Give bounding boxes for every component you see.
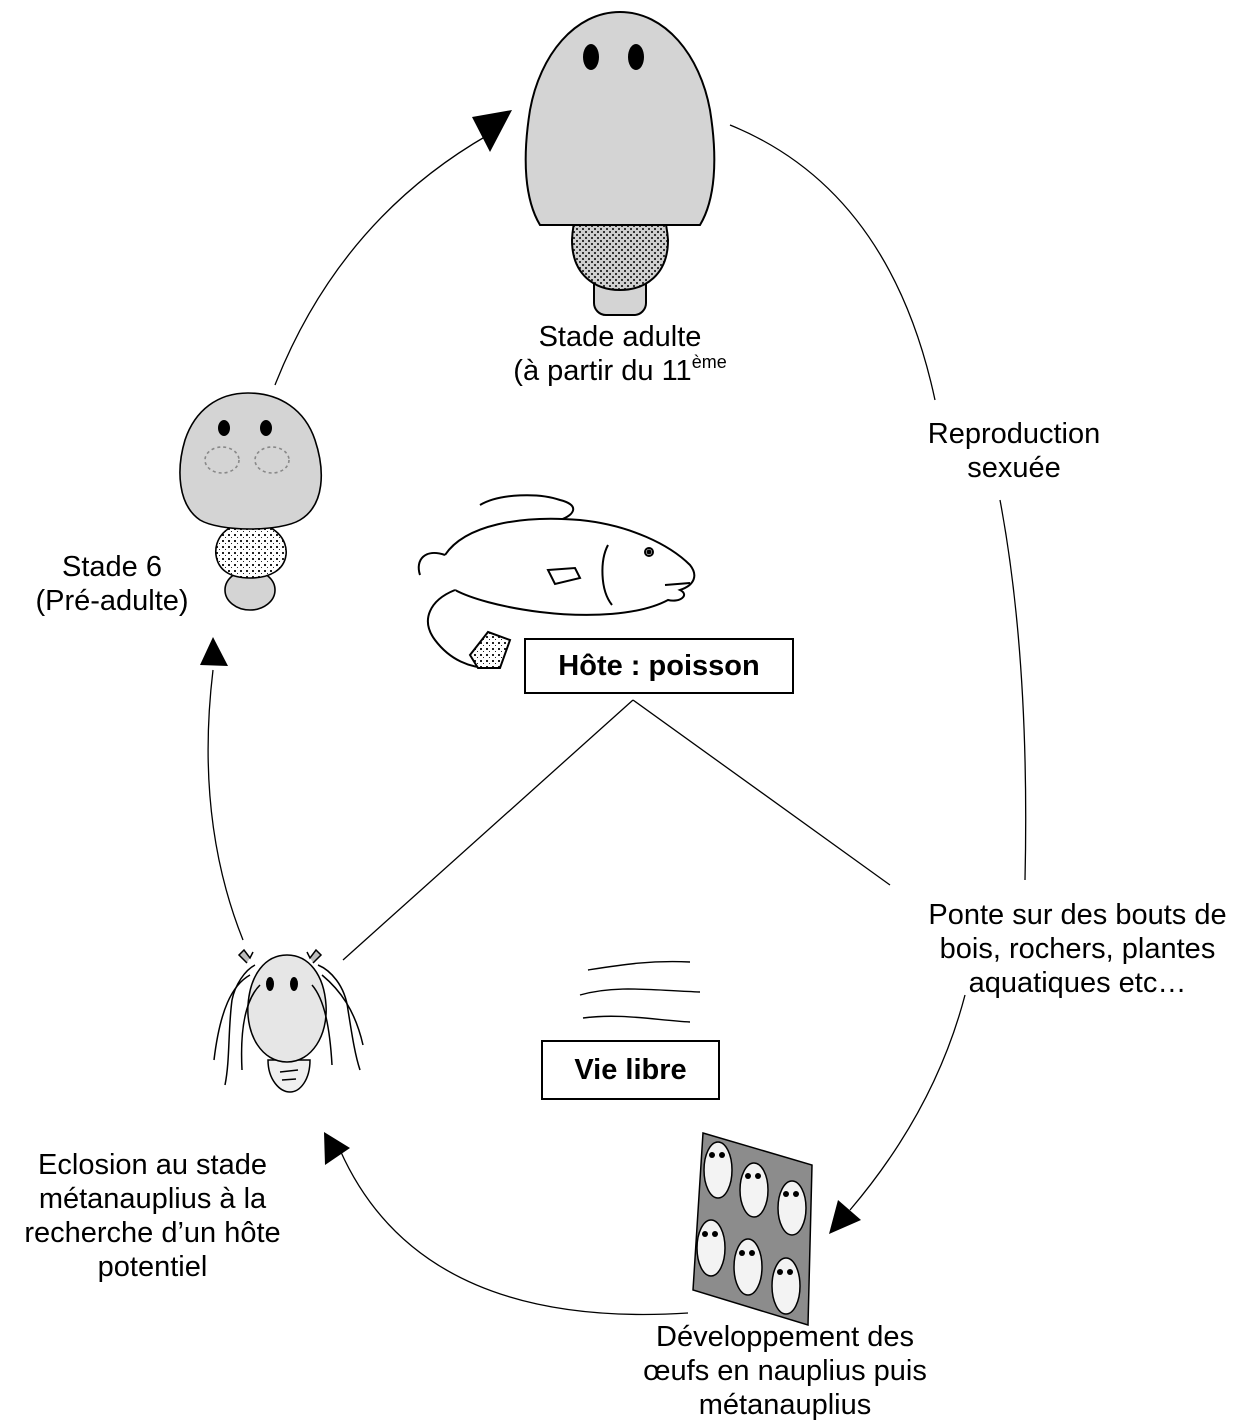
repro-label-line1: Reproduction [927,418,1101,450]
arc-eggs-to-eclosion [339,1149,689,1316]
adult-copepod-icon [524,10,716,316]
host-line-left [342,699,634,961]
eclosion-label-line2: métanauplius à la [38,1183,267,1215]
cycle-arrows [207,124,1027,1316]
arc-stage6-to-adult [274,134,489,386]
stage6-label: Stade 6 (Pré-adulte) [12,550,212,618]
stage6-label-line2: (Pré-adulte) [35,585,189,617]
eclosion-label-line4: potentiel [97,1251,208,1283]
arc-reproduction-to-ponte [999,499,1027,881]
ponte-label-line3: aquatiques etc… [968,967,1187,999]
adult-label-sup: ème [691,352,727,372]
preadult-copepod-icon [179,392,323,611]
fish-icon [417,494,696,669]
host-fish-box: Hôte : poisson [524,638,794,694]
water-waves-icon [579,960,701,1023]
arrowhead-to-adult [472,110,512,152]
ponte-label: Ponte sur des bouts de bois, rochers, pl… [895,898,1260,1000]
eclosion-label: Eclosion au stade métanauplius à la rech… [0,1148,305,1284]
host-line-right [632,699,891,886]
arrowhead-to-stage6 [200,637,228,666]
arc-ponte-to-eggs [849,994,966,1211]
arc-eclosion-to-stage6 [207,669,244,941]
repro-label-line2: sexuée [967,452,1061,484]
dev-label-line1: Développement des [656,1321,914,1353]
ponte-label-line1: Ponte sur des bouts de [928,899,1227,931]
arrowheads [200,110,861,1234]
adult-label-line2: (à partir du 11ème [513,352,727,387]
eclosion-label-line1: Eclosion au stade [38,1149,267,1181]
free-life-box: Vie libre [541,1040,720,1100]
stage6-label-line1: Stade 6 [62,551,162,583]
reproduction-label: Reproduction sexuée [874,417,1154,485]
development-label: Développement des œufs en nauplius puis … [600,1320,970,1422]
adult-label-line1: Stade adulte [538,321,702,353]
adult-stage-label: Stade adulte (à partir du 11ème [470,320,770,388]
arc-adult-to-reproduction [729,124,936,401]
metanauplius-icon [213,948,364,1093]
dev-label-line3: métanauplius [698,1389,872,1421]
ponte-label-line2: bois, rochers, plantes [939,933,1216,965]
arrowhead-to-eclosion [324,1132,350,1165]
egg-mass-icon [692,1132,813,1327]
dev-label-line2: œufs en nauplius puis [643,1355,927,1387]
arrowhead-to-eggs [829,1200,861,1234]
eclosion-label-line3: recherche d’un hôte [24,1217,281,1249]
